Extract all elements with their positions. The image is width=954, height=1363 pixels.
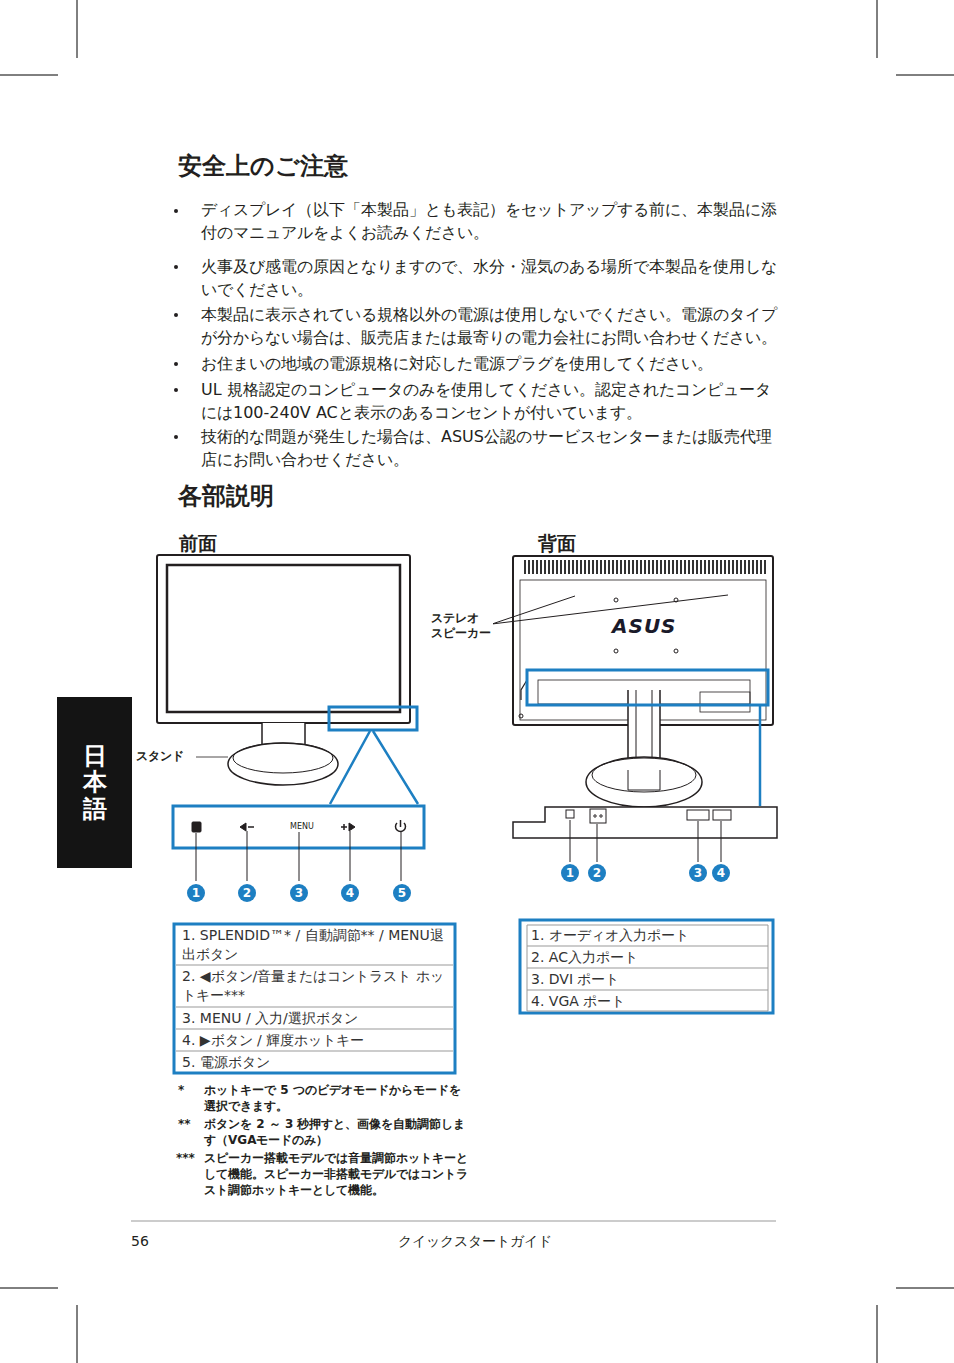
callout-number: 2 <box>588 864 606 882</box>
note-mark-label: ** <box>178 1116 202 1132</box>
callout-number: 1 <box>187 884 205 902</box>
port-highlight <box>527 670 768 705</box>
note-label: ホットキーで 5 つのビデオモードからモードを選択できます。 <box>204 1082 472 1114</box>
cell-label: 5. 電源ボタン <box>182 1053 448 1072</box>
highlight <box>329 707 417 730</box>
cell-label: 3. MENU / 入力/選択ボタン <box>182 1009 448 1028</box>
note-mark-label: *** <box>176 1150 204 1166</box>
part-label: スタンド <box>136 749 196 764</box>
bullet-text: 火事及び感電の原因となりますので、水分・湿気のある場所で本製品を使用しないでくだ… <box>201 255 781 301</box>
menu-label: MENU <box>287 822 317 832</box>
back-monitor <box>513 556 773 807</box>
bullet-text: ディスプレイ（以下「本製品」とも表記）をセットアップする前に、本製品に添付のマニ… <box>201 198 781 244</box>
page-title: 安全上のご注意 <box>178 150 348 182</box>
button-icons <box>192 820 406 832</box>
footer-label: クイックスタートガイド <box>398 1231 598 1251</box>
cell-label: 2. ◀ボタン/音量またはコントラスト ホットキー*** <box>182 967 448 1005</box>
note-mark-label: * <box>178 1082 202 1098</box>
footer-rule <box>131 1221 776 1222</box>
bullet-text: 技術的な問題が発生した場合は、ASUS公認のサービスセンターまたは販売代理店にお… <box>201 425 781 471</box>
callout-number: 2 <box>238 884 256 902</box>
callout-number: 1 <box>561 864 579 882</box>
tab-text: 日本語 <box>83 743 107 822</box>
bullet-text: UL 規格認定のコンピュータのみを使用してください。認定されたコンピュータには1… <box>201 378 781 424</box>
bullets <box>174 209 178 439</box>
callout-number: 4 <box>341 884 359 902</box>
cell-label: 2. AC入力ポート <box>531 948 766 967</box>
cell-label: 4. VGA ポート <box>531 992 766 1011</box>
callout-number: 3 <box>689 864 707 882</box>
heading-label: 各部説明 <box>178 479 378 514</box>
cell-label: 3. DVI ポート <box>531 970 766 989</box>
callout-number: 3 <box>290 884 308 902</box>
speaker-leader <box>492 595 728 624</box>
bullet-text: 本製品に表示されている規格以外の電源は使用しないでください。電源のタイプが分から… <box>201 303 781 349</box>
zoom-funnel <box>330 731 418 804</box>
bullet-text: お住まいの地域の電源規格に対応した電源プラグを使用してください。 <box>201 352 781 375</box>
part-label: ステレオ スピーカー <box>431 611 493 641</box>
cell-label: 1. オーディオ入力ポート <box>531 926 766 945</box>
note-label: スピーカー搭載モデルでは音量調節ホットキーとして機能。スピーカー非搭載モデルでは… <box>204 1150 472 1198</box>
tables <box>174 920 773 1073</box>
cell-label: 4. ▶ボタン / 輝度ホットキー <box>182 1031 448 1050</box>
bottom-view <box>513 807 777 838</box>
language-tab: 日本語 <box>57 697 132 868</box>
leader-lines <box>163 757 401 881</box>
cell-label: 1. SPLENDID™* / 自動調節** / MENU退出ボタン <box>182 926 448 964</box>
section-label: 背面 <box>538 529 618 557</box>
port-leaders <box>570 820 721 862</box>
page-number-label: 56 <box>131 1231 171 1251</box>
speaker-leader <box>492 596 575 624</box>
callout-number: 5 <box>393 884 411 902</box>
zoom-line <box>759 706 762 806</box>
note-label: ボタンを 2 ～ 3 秒押すと、画像を自動調節します（VGAモードのみ） <box>204 1116 472 1148</box>
section-label: 前面 <box>179 529 259 557</box>
callout-number: 4 <box>712 864 730 882</box>
logo-label: ASUS <box>612 615 682 637</box>
